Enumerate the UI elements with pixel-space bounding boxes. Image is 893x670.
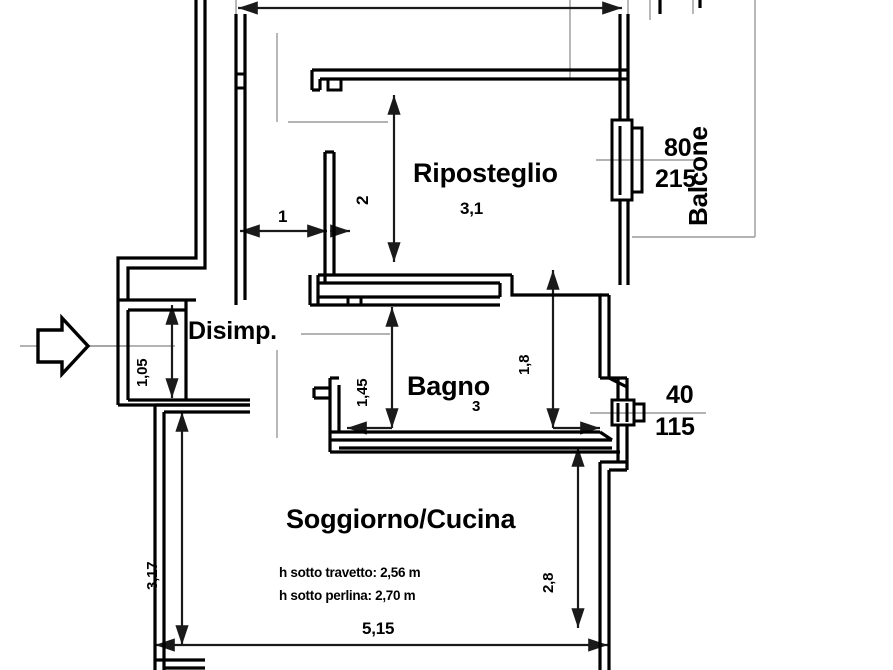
dimension-left-height: 3,17 bbox=[144, 561, 161, 590]
dimension-bagno-right-height: 1,8 bbox=[516, 354, 533, 375]
room-label-disimpegno: Disimp. bbox=[188, 317, 277, 345]
opening-bathroom-window-width: 40 bbox=[666, 381, 694, 409]
dimension-riposteglio-width: 3,1 bbox=[460, 199, 484, 218]
entrance-arrow-icon bbox=[36, 313, 91, 379]
opening-balcony-door-width: 80 bbox=[664, 134, 692, 162]
note-perlina: h sotto perlina: 2,70 m bbox=[279, 588, 416, 603]
dimension-disimp-height: 1,05 bbox=[134, 358, 151, 387]
room-label-bagno-sub: 3 bbox=[472, 398, 481, 415]
note-travetto: h sotto travetto: 2,56 m bbox=[279, 565, 421, 580]
dimension-soggiorno-height: 2,8 bbox=[540, 572, 557, 593]
room-label-bagno: Bagno bbox=[407, 371, 490, 401]
room-label-riposteglio: Riposteglio bbox=[413, 158, 558, 188]
opening-bathroom-window-height: 115 bbox=[655, 413, 695, 441]
opening-balcony-door-height: 215 bbox=[655, 165, 697, 193]
dimension-bagno-left-height: 1,45 bbox=[354, 378, 371, 407]
extension-lines bbox=[20, 0, 756, 438]
room-label-soggiorno-cucina: Soggiorno/Cucina bbox=[286, 504, 516, 534]
dimension-corridor-width: 1 bbox=[278, 207, 288, 226]
walls bbox=[116, 0, 702, 670]
dimension-bottom-width: 5,15 bbox=[362, 619, 395, 638]
dimension-lines bbox=[155, 1, 622, 652]
dimension-riposteglio-height: 2 bbox=[353, 195, 372, 205]
